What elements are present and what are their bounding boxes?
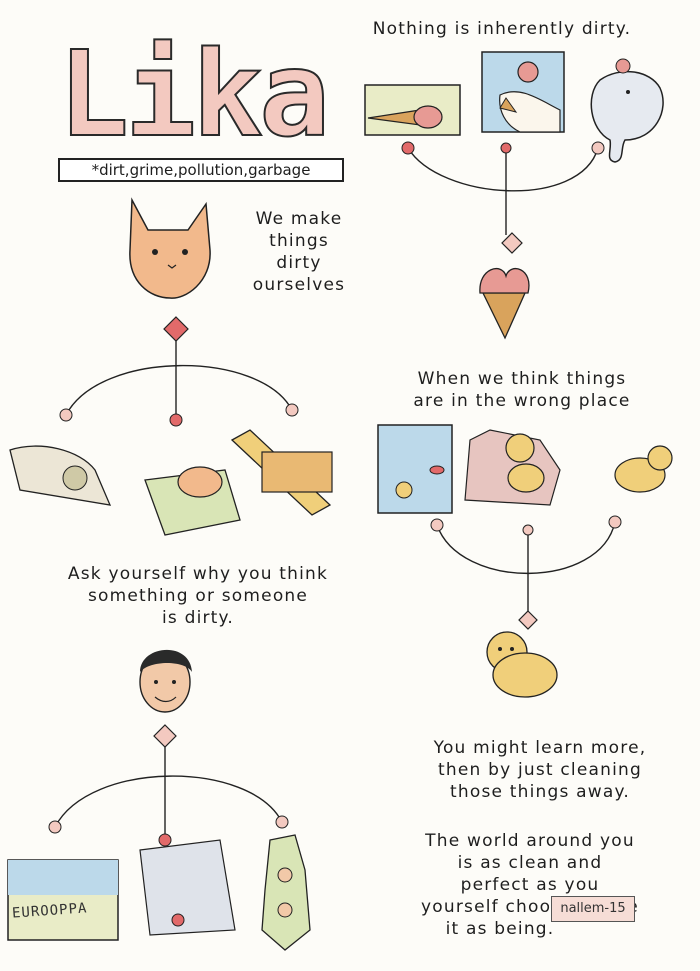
fish-tank-drawing xyxy=(377,424,453,514)
dirty-plate-drawing xyxy=(9,445,112,506)
ice-cream-on-ground-drawing xyxy=(364,84,461,136)
ice-cream-in-hand-drawing xyxy=(481,51,565,133)
person-connector xyxy=(54,747,283,838)
bear-in-garbage-drawing xyxy=(464,429,561,506)
title-definition: *dirt,grime,pollution,garbage xyxy=(58,158,344,182)
person-face-drawing xyxy=(139,649,192,713)
ice-cream-cone-drawing xyxy=(479,267,530,340)
page-title: Lika xyxy=(57,25,331,163)
crowd-drawing xyxy=(139,839,236,936)
ask-yourself-text: Ask yourself why you think something or … xyxy=(67,564,329,628)
cat-caption-text: We make things dirty ourselves xyxy=(252,209,346,295)
top-right-connector xyxy=(407,147,599,235)
artist-signature: nallem-15 xyxy=(551,896,635,922)
cat-connector xyxy=(65,341,293,418)
clean-teddy-bear-drawing xyxy=(486,631,558,698)
cat-drawing xyxy=(129,197,211,299)
wrong-place-text: When we think things are in the wrong pl… xyxy=(413,369,631,411)
pillow-with-cat-drawing xyxy=(144,466,241,536)
learn-more-text: You might learn more, then by just clean… xyxy=(433,738,647,802)
hairbrush-drawing xyxy=(230,429,333,516)
world-around-you-text: The world around you is as clean and per… xyxy=(421,831,639,939)
finland-map-faces-drawing xyxy=(261,834,311,951)
wrong-place-connector xyxy=(436,521,616,613)
bear-lying-drawing xyxy=(614,445,673,493)
elephant-with-ice-cream-drawing xyxy=(590,58,664,163)
nothing-inherently-dirty-text: Nothing is inherently dirty. xyxy=(372,19,632,39)
europe-sign-drawing xyxy=(7,859,119,941)
